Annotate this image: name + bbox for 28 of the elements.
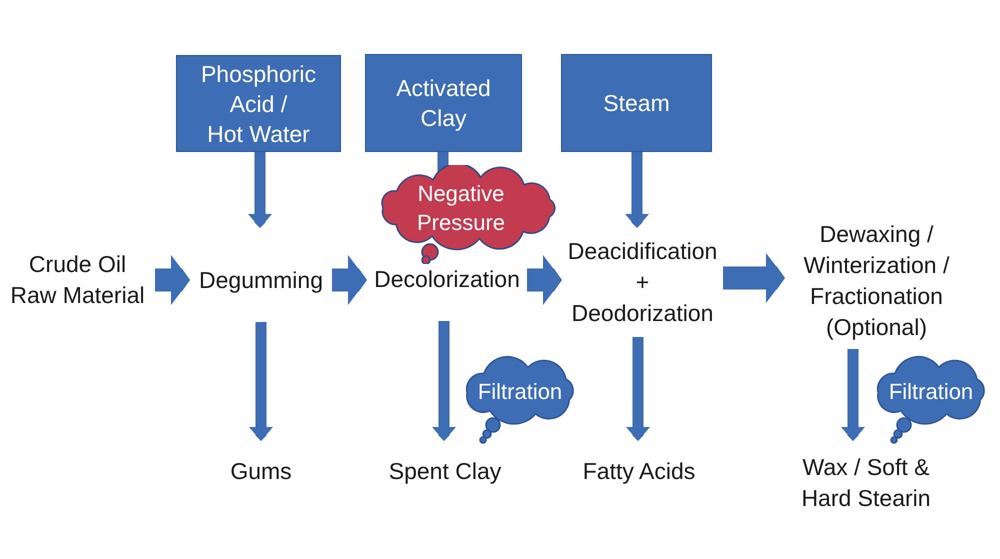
arrow	[248, 152, 272, 228]
byproduct-label: Wax / Soft & Hard Stearin	[801, 453, 931, 513]
cloud-label: Filtration	[478, 378, 562, 406]
cloud-label: Negative Pressure	[416, 180, 506, 237]
block-arrow	[723, 253, 785, 303]
arrow	[841, 349, 865, 441]
material-label: Steam	[603, 89, 670, 118]
material-box	[176, 55, 341, 152]
byproduct-label: Gums	[230, 456, 292, 486]
feedstock-label: Crude Oil Raw Material	[10, 250, 145, 310]
arrow	[626, 337, 650, 441]
byproduct-label: Fatty Acids	[582, 456, 696, 486]
byproduct-label: Spent Clay	[388, 456, 502, 486]
material-box	[561, 54, 712, 152]
process-step-label: Deacidification + Deodorization	[568, 237, 718, 328]
material-label: Phosphoric Acid / Hot Water	[200, 60, 316, 148]
material-box	[365, 54, 522, 152]
process-step-label: Degumming	[199, 266, 323, 295]
process-step-label: Decolorization	[374, 265, 520, 294]
material-label: Activated Clay	[396, 74, 491, 133]
block-arrow	[527, 255, 562, 305]
arrow	[249, 322, 273, 441]
arrow	[625, 152, 649, 228]
block-arrow	[155, 255, 190, 305]
process-step-label: Dewaxing / Winterization / Fractionation (Optional)	[804, 220, 950, 342]
arrow	[432, 321, 456, 441]
block-arrow	[332, 255, 367, 305]
cloud-label: Filtration	[888, 378, 974, 406]
